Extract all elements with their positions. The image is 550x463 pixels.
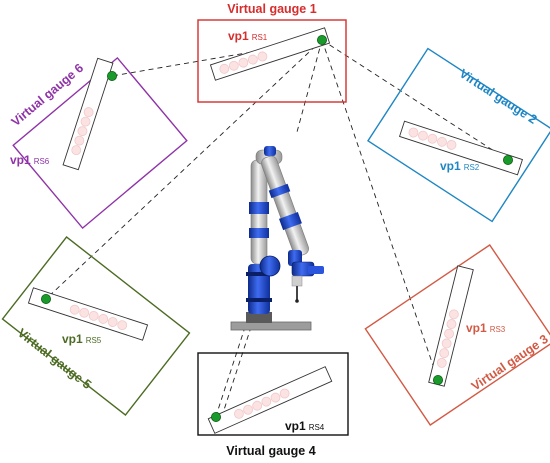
gauge-6-frame — [12, 56, 188, 230]
measuring-arm-illustration — [230, 146, 324, 331]
line-base-to-g4-b — [221, 317, 255, 417]
gauge-5-bar — [27, 287, 149, 341]
gauge-4-title: Virtual gauge 4 — [226, 444, 315, 458]
gauge-5-probe-point — [41, 293, 52, 304]
arm-upper-segment — [261, 155, 309, 257]
gauge-6-probe-point — [107, 71, 118, 82]
gauge-2-frame — [367, 47, 550, 223]
gauge-4-bar — [207, 366, 333, 434]
gauge-3-title: Virtual gauge 3 — [469, 332, 550, 394]
gauge-1-bar — [209, 27, 331, 81]
gauge-6-bar — [62, 57, 114, 171]
gauge-1-frame — [197, 19, 347, 103]
gauge-1-probe-point — [316, 35, 327, 46]
gauge-1-title: Virtual gauge 1 — [227, 2, 316, 16]
arm-base-plate — [230, 321, 312, 331]
arm-shoulder-joint — [259, 255, 281, 277]
line-g1-to-g3 — [321, 39, 439, 381]
gauge-6-title: Virtual gauge 6 — [9, 61, 87, 129]
gauge-3-bar — [428, 265, 474, 387]
gauge-3-probe-point — [432, 374, 443, 385]
line-g1-to-g2 — [321, 39, 509, 161]
gauge-2-probe-point — [502, 154, 513, 165]
gauge-4-probe-point — [210, 411, 221, 422]
gauge-4-frame — [197, 352, 349, 436]
gauge-2-title: Virtual gauge 2 — [457, 66, 540, 126]
line-g1-to-g5 — [45, 39, 323, 300]
connection-lines — [45, 39, 509, 417]
line-g1-to-arm — [296, 39, 323, 133]
line-base-to-g4-a — [215, 317, 249, 417]
gauge-3-frame — [364, 244, 550, 426]
gauge-5-frame — [1, 236, 191, 416]
gauge-2-bar — [398, 120, 524, 176]
